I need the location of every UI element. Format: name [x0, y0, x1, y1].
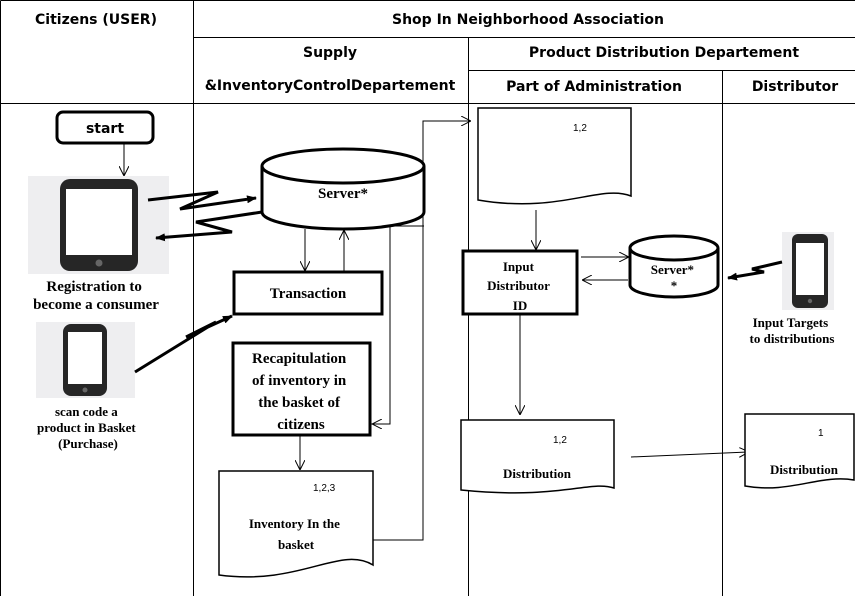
server2-label: Server* * [651, 262, 698, 293]
start-node: start [55, 110, 155, 145]
server-label: Server* [318, 186, 368, 202]
distribution-admin-number: 1,2 [553, 435, 567, 446]
distribution-admin-document: 1,2 Distribution [460, 419, 615, 494]
recapitulation-label: Recapitulation of inventory in the baske… [252, 351, 350, 433]
header-administration: Part of Administration [506, 79, 682, 95]
header-distributor: Distributor [752, 79, 838, 95]
header-product-distribution: Product Distribution Departement [529, 45, 799, 61]
link-phone-to-server [147, 190, 257, 211]
link-scan-to-transaction [134, 314, 233, 374]
admin-document-number: 1,2 [573, 123, 587, 134]
inventory-number: 1,2,3 [313, 483, 336, 494]
distribution-distributor-number: 1 [818, 428, 824, 439]
inventory-document: 1,2,3 Inventory In the basket [218, 470, 374, 578]
arrow-inventory-to-admin-document [373, 121, 470, 541]
phone-icon [782, 232, 834, 310]
input-distributor-box: Input Distributor ID [461, 249, 579, 316]
link-server-to-phone [155, 210, 263, 242]
start-label: start [86, 121, 124, 137]
link-phone-to-server2 [727, 260, 783, 281]
registration-label: Registration to become a consumer [33, 279, 159, 313]
admin-document: 1,2 [477, 107, 632, 205]
distribution-distributor-label: Distribution [770, 462, 839, 477]
inventory-label: Inventory In the basket [249, 516, 343, 552]
scan-label: scan code a product in Basket (Purchase) [37, 404, 139, 451]
transaction-box: Transaction [232, 270, 384, 316]
input-distributor-label: Input Distributor ID [487, 259, 553, 313]
arrow-admin-to-distributor [630, 452, 748, 458]
header-citizens: Citizens (USER) [35, 12, 157, 28]
header-association: Shop In Neighborhood Association [392, 12, 664, 28]
distribution-distributor-document: 1 Distribution [744, 413, 855, 489]
distribution-admin-label: Distribution [503, 466, 572, 481]
header-supply: Supply [303, 45, 357, 61]
phone-icon [36, 322, 135, 398]
input-targets-label: Input Targets to distributions [750, 315, 835, 346]
phone-icon [28, 176, 169, 274]
header-inventory-control: &InventoryControlDepartement [205, 78, 456, 94]
recapitulation-box: Recapitulation of inventory in the baske… [231, 341, 372, 437]
line-recap-to-server [371, 225, 424, 425]
server-database: Server* [260, 147, 426, 231]
server2-database: Server* * [628, 234, 720, 299]
transaction-label: Transaction [270, 286, 347, 302]
